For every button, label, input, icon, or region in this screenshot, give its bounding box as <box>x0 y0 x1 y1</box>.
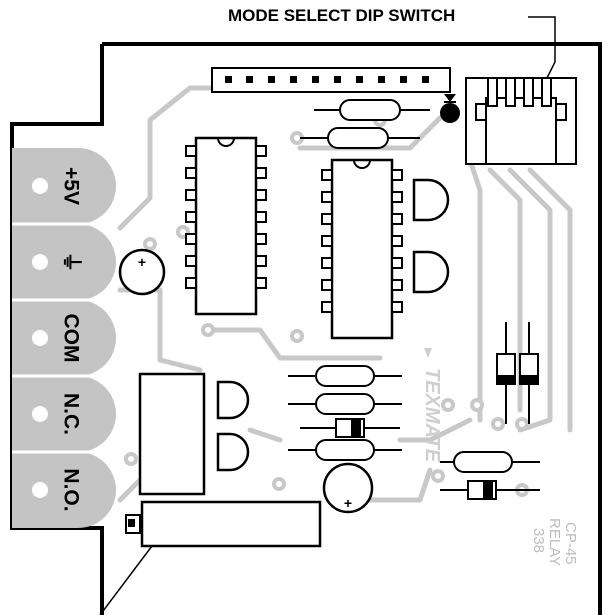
potentiometer <box>125 500 322 548</box>
terminal-label-ground: ⏚ <box>59 252 82 273</box>
model-line-3: 338 <box>530 528 547 553</box>
model-line-1: CP-45 <box>562 522 579 565</box>
pin-header <box>211 67 451 93</box>
dip-switch <box>465 77 577 165</box>
capacitor-upper: + <box>118 248 166 296</box>
svg-text:+: + <box>344 495 352 511</box>
relay <box>138 372 206 496</box>
terminal-com <box>12 300 116 376</box>
ic-chip-right <box>321 158 403 340</box>
terminal-label-com: COM <box>59 314 82 363</box>
terminal-label-no: N.O. <box>59 468 82 511</box>
led <box>440 94 460 123</box>
diodes <box>300 322 540 500</box>
dip-switch-callout-label: MODE SELECT DIP SWITCH <box>228 6 456 25</box>
terminal-plus5v <box>12 148 116 224</box>
terminal-label-plus5v: +5V <box>59 167 82 205</box>
model-marking: CP-45 RELAY 338 <box>530 518 579 566</box>
terminal-ground <box>12 224 116 300</box>
dip-callout-leader <box>528 16 556 83</box>
brand-text: TEXMATE <box>421 368 443 463</box>
brand-logo: TEXMATE <box>421 348 443 463</box>
ic-chip-left <box>185 136 267 316</box>
terminal-label-nc: N.C. <box>59 393 82 435</box>
capacitor-lower: + <box>322 462 374 514</box>
model-line-2: RELAY <box>546 518 563 566</box>
svg-text:+: + <box>138 254 146 270</box>
pot-callout-leader <box>99 545 153 615</box>
terminal-nc <box>12 376 116 452</box>
transistors <box>216 178 450 472</box>
terminal-no <box>12 452 116 528</box>
terminal-block: +5V ⏚ COM N.C. N.O. <box>12 148 116 528</box>
resistors <box>288 99 540 473</box>
